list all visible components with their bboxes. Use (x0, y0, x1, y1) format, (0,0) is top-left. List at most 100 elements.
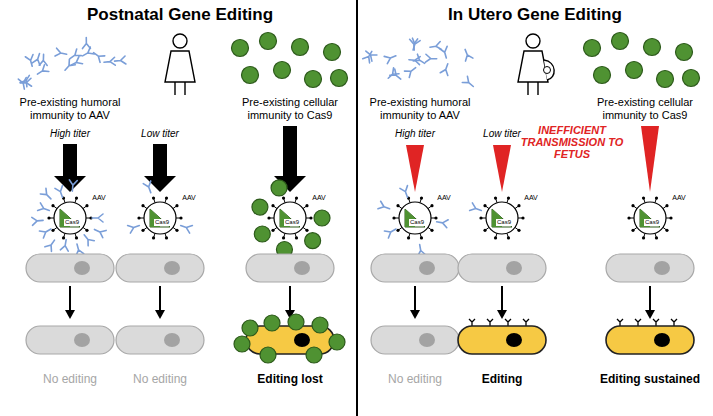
t-cell (264, 315, 280, 331)
t-cell (331, 70, 348, 87)
arrow-shaft (501, 286, 503, 311)
antibody (55, 186, 66, 199)
t-cell (306, 347, 322, 363)
capsid-spike-tip (631, 204, 634, 207)
antibody (440, 62, 451, 75)
capsid-spike-tip (392, 216, 395, 219)
capsid-spike-tip (521, 216, 524, 219)
capsid-spike-tip (295, 196, 298, 199)
label-text: AAV (437, 194, 451, 202)
label-text: AAV (524, 194, 538, 202)
label-text: Pre-existing cellular immunity to Cas9 (229, 96, 351, 122)
antibody-stroke (378, 201, 391, 212)
capsid-spike-tip (141, 204, 144, 207)
t-cell (305, 233, 321, 249)
label-text: AAV (672, 194, 686, 202)
pregnant-belly (544, 60, 554, 80)
antibody (426, 54, 437, 63)
aav-capsid (274, 202, 306, 234)
antibody (384, 52, 397, 64)
capsid-spike-tip (655, 236, 658, 239)
antibody (384, 226, 398, 238)
antibody-stroke (439, 46, 450, 59)
antibody (60, 239, 70, 251)
capsid-spike-tip (51, 229, 54, 232)
antibody (470, 203, 483, 214)
t-cell (594, 67, 611, 84)
label-text: Cas9 (496, 219, 512, 226)
person-dress (165, 51, 195, 82)
cas9-cargo (640, 209, 660, 227)
antibody (409, 56, 421, 65)
label-text: INEFFICIENT TRANSMISSION TO FETUS (520, 124, 624, 160)
label-text: Cas9 (284, 219, 300, 226)
antibody-stroke (410, 39, 419, 50)
target-cell (458, 254, 546, 282)
t-cell (242, 67, 259, 84)
cell-nucleus (294, 333, 310, 347)
antibody (38, 203, 51, 214)
t-cell (683, 70, 700, 87)
capsid-spike-tip (507, 196, 510, 199)
antibody (128, 222, 141, 233)
arrow-shaft (414, 286, 416, 311)
cell-nucleus (74, 333, 90, 347)
t-cell (657, 71, 674, 88)
antibody-stroke (440, 62, 451, 75)
target-cell (116, 254, 204, 282)
antibody-stroke (470, 203, 483, 214)
capsid-spike-tip (75, 196, 78, 199)
t-cell (254, 226, 270, 242)
t-cell (232, 40, 249, 57)
capsid-spike-tip (141, 229, 144, 232)
aav-capsid (634, 202, 666, 234)
capsid-spike-tip (483, 229, 486, 232)
block-arrow (54, 144, 86, 192)
capsid-spike-tip (631, 229, 634, 232)
antibody-stroke (384, 52, 397, 64)
arrow-shaft (649, 286, 651, 311)
antibody (461, 48, 473, 61)
antibody-stroke (436, 218, 448, 228)
t-cell (676, 44, 693, 61)
antibody (55, 48, 67, 58)
edited-marker (523, 319, 529, 326)
arrow-head (65, 310, 75, 319)
label-text: Cas9 (154, 219, 170, 226)
antibody-stroke (39, 226, 53, 238)
antibody-stroke (40, 188, 53, 201)
t-cell (260, 347, 276, 363)
antibody-stroke (114, 56, 126, 65)
antibody (409, 38, 420, 51)
antibody (68, 180, 77, 192)
t-cell (314, 210, 330, 226)
antibody (179, 222, 192, 233)
capsid-spike-tip (396, 204, 399, 207)
antibody-stroke (104, 57, 116, 66)
antibody-stroke (179, 222, 192, 233)
cas9-cargo (150, 209, 170, 227)
capsid-spike-tip (430, 204, 433, 207)
antibody (410, 39, 419, 50)
capsid-spike-tip (517, 229, 520, 232)
label-text: No editing (20, 372, 120, 386)
label-text: Pre-existing cellular immunity to Cas9 (587, 96, 703, 122)
label-text: Pre-existing humoral immunity to AAV (9, 96, 131, 122)
capsid-spike-tip (152, 196, 155, 199)
antibody (32, 216, 44, 225)
tapered-arrow (641, 126, 659, 192)
capsid-spike-tip (152, 236, 155, 239)
antibody (35, 65, 49, 78)
target-cell (116, 326, 204, 354)
antibody (114, 56, 126, 65)
antibody-stroke (45, 238, 58, 252)
antibody-stroke (400, 186, 411, 199)
antibody-stroke (429, 42, 441, 52)
antibody (91, 49, 105, 62)
antibody (93, 226, 106, 238)
capsid-spike-tip (430, 229, 433, 232)
edited-marker (635, 319, 641, 326)
person-head (526, 34, 540, 48)
antibody (20, 78, 32, 87)
label-text: Pre-existing humoral immunity to AAV (359, 96, 481, 122)
